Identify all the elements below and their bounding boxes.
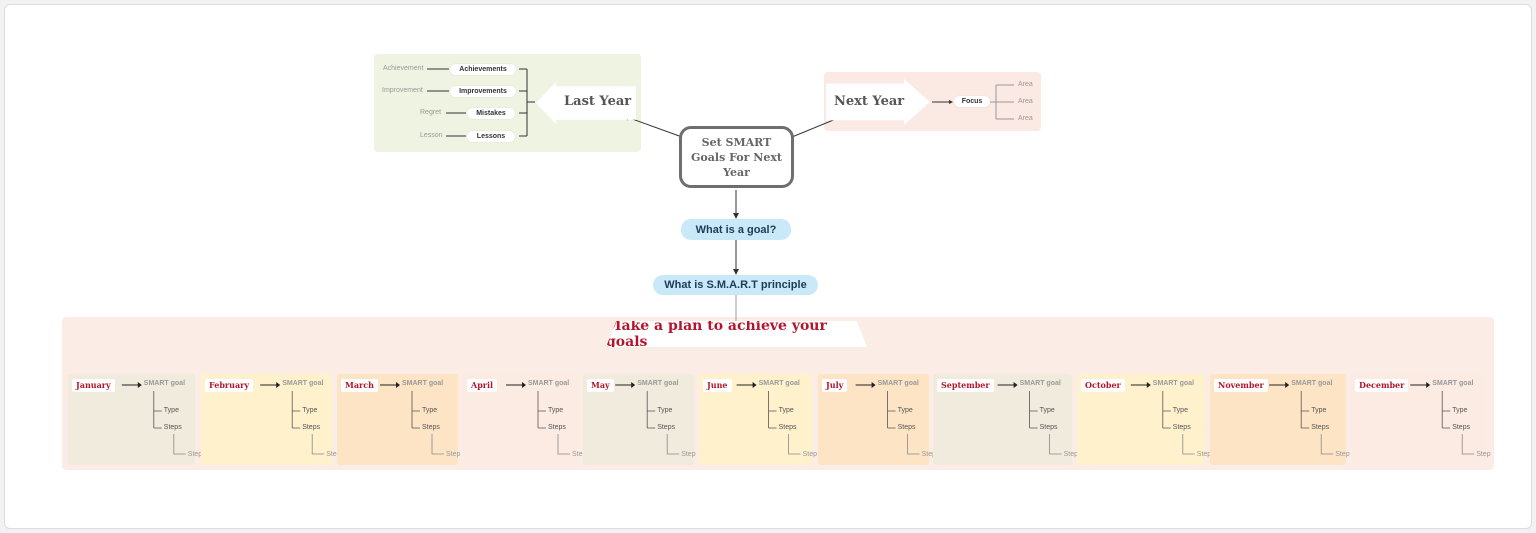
month-label[interactable]: July: [822, 379, 848, 392]
regret-label: Regret: [420, 109, 442, 116]
month-label[interactable]: February: [205, 379, 254, 392]
step-node[interactable]: Step: [921, 451, 936, 458]
step-node[interactable]: Step: [1196, 451, 1212, 458]
plan-title[interactable]: Make a plan to achieve your goals: [606, 321, 867, 347]
month-connectors: [260, 382, 325, 455]
smart-goal-node[interactable]: SMART goal: [877, 380, 919, 387]
step-node[interactable]: Step: [1063, 451, 1078, 458]
improvements-node[interactable]: Improvements: [450, 86, 516, 97]
step-node[interactable]: Step: [187, 451, 203, 458]
area-label-2: Area: [1018, 98, 1033, 105]
smart-goal-node[interactable]: SMART goal: [1432, 380, 1474, 387]
type-node[interactable]: Type: [897, 407, 913, 414]
smart-goal-node[interactable]: SMART goal: [282, 380, 324, 387]
step-node[interactable]: Step: [681, 451, 696, 458]
month-label[interactable]: June: [703, 379, 732, 392]
smart-goal-node[interactable]: SMART goal: [637, 380, 679, 387]
month-label[interactable]: May: [587, 379, 614, 392]
step-node[interactable]: Step: [1335, 451, 1350, 458]
month-connectors: [506, 382, 570, 455]
smart-principle-node[interactable]: What is S.M.A.R.T principle: [653, 275, 818, 295]
type-node[interactable]: Type: [422, 407, 438, 414]
month-label[interactable]: December: [1355, 379, 1409, 392]
month-connectors: [1410, 382, 1475, 455]
achievements-node[interactable]: Achievements: [450, 64, 516, 75]
type-node[interactable]: Type: [548, 407, 564, 414]
smart-goal-node[interactable]: SMART goal: [402, 380, 444, 387]
step-node[interactable]: Step: [1476, 451, 1491, 458]
steps-node[interactable]: Steps: [897, 424, 916, 431]
type-node[interactable]: Type: [1172, 407, 1188, 414]
smart-goal-node[interactable]: SMART goal: [1019, 380, 1061, 387]
type-node[interactable]: Type: [657, 407, 673, 414]
lessons-node[interactable]: Lessons: [467, 131, 515, 142]
smart-goal-node[interactable]: SMART goal: [758, 380, 800, 387]
mistakes-node[interactable]: Mistakes: [467, 108, 515, 119]
last-year-title: Last Year: [564, 94, 632, 109]
lesson-label: Lesson: [420, 132, 443, 139]
month-label[interactable]: November: [1214, 379, 1268, 392]
step-node[interactable]: Step: [572, 451, 587, 458]
step-node[interactable]: Step: [446, 451, 461, 458]
steps-node[interactable]: Steps: [422, 424, 440, 431]
month-connectors: [615, 382, 680, 455]
smart-goal-node[interactable]: SMART goal: [143, 380, 186, 387]
type-node[interactable]: Type: [163, 407, 179, 414]
smart-goal-node[interactable]: SMART goal: [528, 380, 570, 387]
month-label[interactable]: January: [72, 379, 115, 392]
steps-node[interactable]: Steps: [1311, 424, 1330, 431]
steps-node[interactable]: Steps: [778, 424, 797, 431]
month-connectors: [1130, 382, 1195, 455]
month-connectors: [380, 382, 444, 455]
area-label-3: Area: [1018, 115, 1033, 122]
step-node[interactable]: Step: [326, 451, 341, 458]
steps-node[interactable]: Steps: [302, 424, 321, 431]
steps-node[interactable]: Steps: [1452, 424, 1471, 431]
improvement-label: Improvement: [382, 87, 423, 94]
steps-node[interactable]: Steps: [1172, 424, 1191, 431]
type-node[interactable]: Type: [1452, 407, 1468, 414]
area-label-1: Area: [1018, 81, 1033, 88]
month-connectors: [736, 382, 801, 455]
last-year-arrow-node[interactable]: [536, 82, 636, 124]
focus-node[interactable]: Focus: [954, 96, 990, 107]
type-node[interactable]: Type: [302, 407, 318, 414]
month-label[interactable]: March: [341, 379, 378, 392]
month-connectors: [997, 382, 1062, 455]
month-connectors: [121, 382, 186, 455]
steps-node[interactable]: Steps: [163, 424, 182, 431]
month-label[interactable]: September: [937, 379, 994, 392]
type-node[interactable]: Type: [1311, 407, 1327, 414]
type-node[interactable]: Type: [778, 407, 794, 414]
type-node[interactable]: Type: [1039, 407, 1055, 414]
what-is-goal-node[interactable]: What is a goal?: [681, 219, 791, 240]
step-node[interactable]: Step: [802, 451, 817, 458]
central-topic[interactable]: Set SMART Goals For Next Year: [679, 126, 794, 188]
month-connectors: [855, 382, 920, 455]
steps-node[interactable]: Steps: [1039, 424, 1058, 431]
achievement-label: Achievement: [383, 65, 424, 72]
steps-node[interactable]: Steps: [548, 424, 566, 431]
next-year-title: Next Year: [834, 94, 905, 109]
smart-goal-node[interactable]: SMART goal: [1291, 380, 1333, 387]
month-connectors: [1269, 382, 1334, 455]
month-label[interactable]: April: [467, 379, 498, 392]
month-label[interactable]: October: [1081, 379, 1125, 392]
steps-node[interactable]: Steps: [657, 424, 676, 431]
smart-goal-node[interactable]: SMART goal: [1152, 380, 1195, 387]
